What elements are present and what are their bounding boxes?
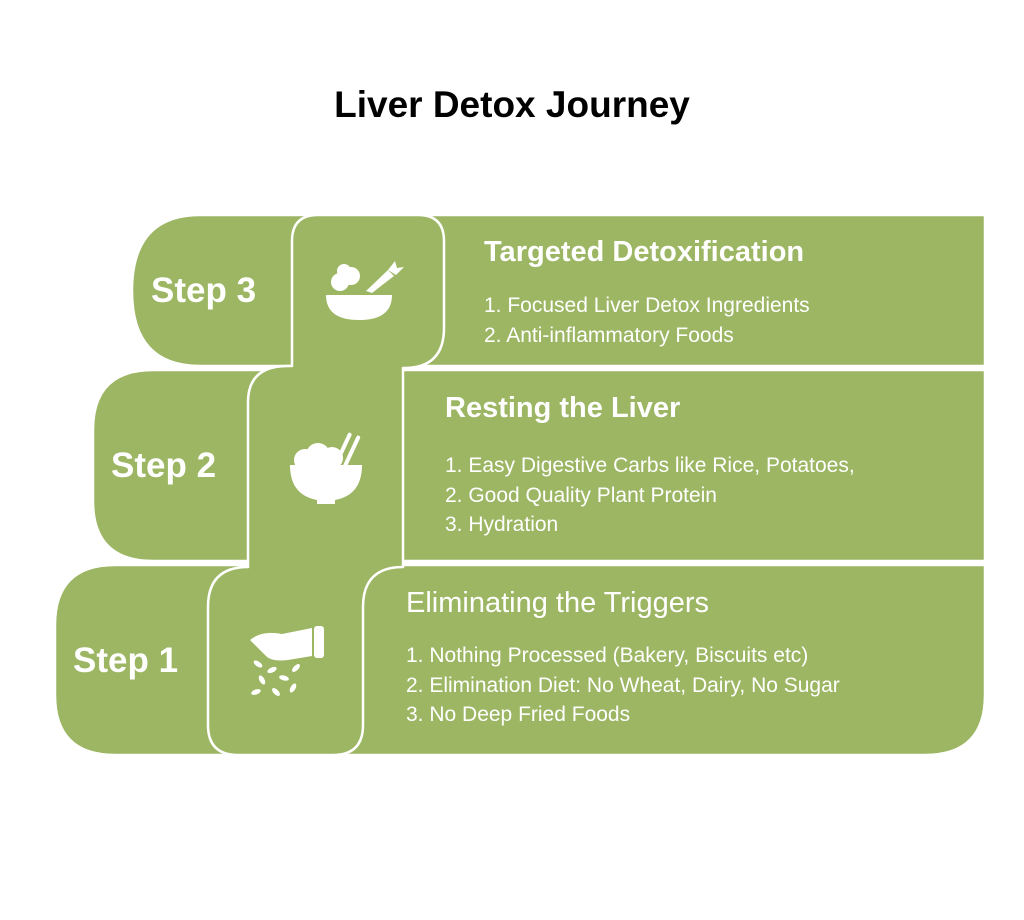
step-2-list: 1. Easy Digestive Carbs like Rice, Potat… <box>445 451 855 540</box>
step-1-heading: Eliminating the Triggers <box>406 587 710 619</box>
salad-bowl-icon <box>326 261 404 320</box>
list-item: 1. Focused Liver Detox Ingredients <box>484 294 810 317</box>
list-item: 1. Nothing Processed (Bakery, Biscuits e… <box>406 644 809 667</box>
rice-bowl-chopsticks-icon <box>290 432 362 504</box>
step-2-heading: Resting the Liver <box>445 392 681 424</box>
list-item: 2. Anti-inflammatory Foods <box>484 323 734 347</box>
list-item: 1. Easy Digestive Carbs like Rice, Potat… <box>445 454 855 477</box>
diagram-title: Liver Detox Journey <box>334 84 690 125</box>
step-1-label: Step 1 <box>73 641 179 680</box>
step-3-label: Step 3 <box>151 271 257 310</box>
list-item: 3. Hydration <box>445 513 559 536</box>
list-item: 3. No Deep Fried Foods <box>406 703 631 726</box>
step-2-label: Step 2 <box>111 446 217 485</box>
hand-pouring-seeds-icon <box>250 626 324 696</box>
list-item: 2. Good Quality Plant Protein <box>445 483 717 507</box>
list-item: 2. Elimination Diet: No Wheat, Dairy, No… <box>406 673 840 697</box>
step-3-heading: Targeted Detoxification <box>484 236 805 268</box>
step-1-list: 1. Nothing Processed (Bakery, Biscuits e… <box>406 641 840 730</box>
step-3-list: 1. Focused Liver Detox Ingredients 2. An… <box>484 291 810 350</box>
